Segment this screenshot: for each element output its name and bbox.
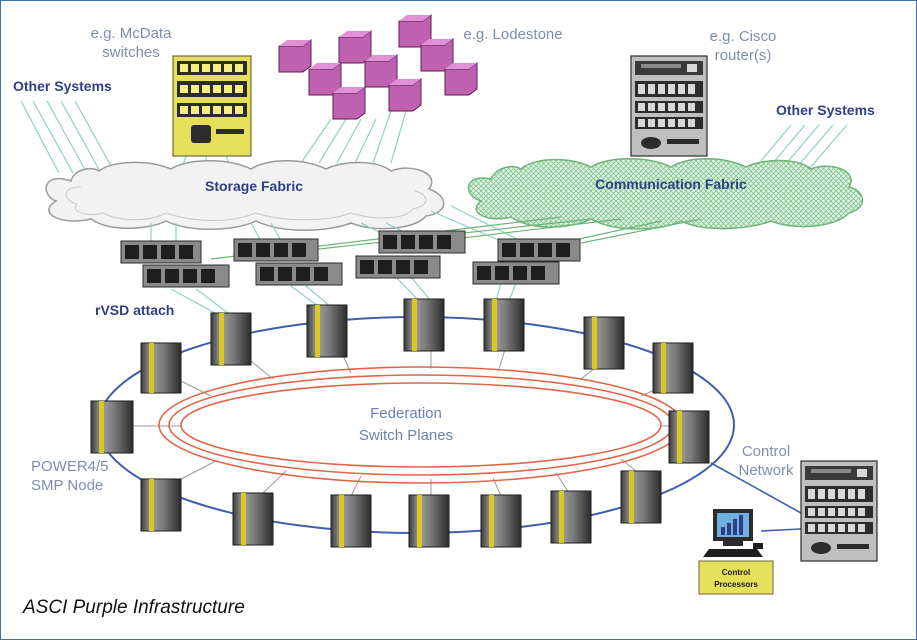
mcdata-label-line2: switches [102,44,160,61]
other-systems-right-label: Other Systems [776,102,875,118]
control-network-label-line1: Control [742,443,790,460]
attach-switch-unit [142,264,230,288]
figure-caption: ASCI Purple Infrastructure [23,597,245,618]
storage-fabric-label: Storage Fabric [205,178,303,194]
smp-node [480,494,522,548]
smp-node-label-line2: SMP Node [31,477,103,494]
disk-box [278,14,478,120]
federation-label-line2: Switch Planes [359,427,453,444]
lodestone-disk-array [278,14,478,120]
attach-switch-unit [255,262,343,286]
smp-node [232,492,274,546]
storage-fabric-cloud [45,160,445,231]
rvsd-attach-switches [120,230,581,288]
control-processors-label-line1: Control [722,568,750,577]
rvsd-attach-label: rVSD attach [95,302,174,318]
communication-fabric-cloud [467,158,864,230]
smp-node [330,494,372,548]
mcdata-label-line1: e.g. McData [91,25,173,42]
cisco-label-line1: e.g. Cisco [710,28,777,45]
attach-switch-unit [355,255,441,279]
lodestone-label: e.g. Lodestone [463,26,562,43]
attach-switch-unit [497,238,581,262]
attach-switch-unit [233,238,319,262]
control-processor-workstation [703,509,763,557]
attach-switch-unit [472,261,560,285]
smp-node [668,410,710,464]
smp-node [140,478,182,532]
smp-node [306,304,348,358]
communication-fabric-label: Communication Fabric [595,176,747,192]
other-systems-left-label: Other Systems [13,78,112,94]
smp-node [210,312,252,366]
smp-node [90,400,134,454]
smp-node [550,490,592,544]
mcdata-switch-cabinet [172,55,252,157]
smp-node [620,470,662,524]
control-processors-label-line2: Processors [714,580,758,589]
smp-node [403,298,445,352]
fabric-attach-links [150,205,522,243]
smp-node [140,342,182,394]
attach-switch-unit [120,240,202,264]
federation-switch-planes [158,366,684,484]
control-network-label-line2: Network [738,462,794,479]
smp-node [652,342,694,394]
comm-device-links [760,124,848,170]
other-systems-left-links [20,100,116,174]
control-network-links [710,462,802,532]
smp-nodes [90,298,710,548]
cisco-label-line2: router(s) [715,47,772,64]
storage-device-links [180,110,407,172]
cisco-router-cabinet [630,55,708,157]
control-processors-badge: Control Processors [698,560,774,595]
federation-label-line1: Federation [370,405,442,422]
smp-node [408,494,450,548]
smp-node [483,298,525,352]
smp-node-label-line1: POWER4/5 [31,458,109,475]
smp-node [583,316,625,370]
control-network-cabinet [800,460,878,562]
attach-switch-unit [378,230,466,254]
